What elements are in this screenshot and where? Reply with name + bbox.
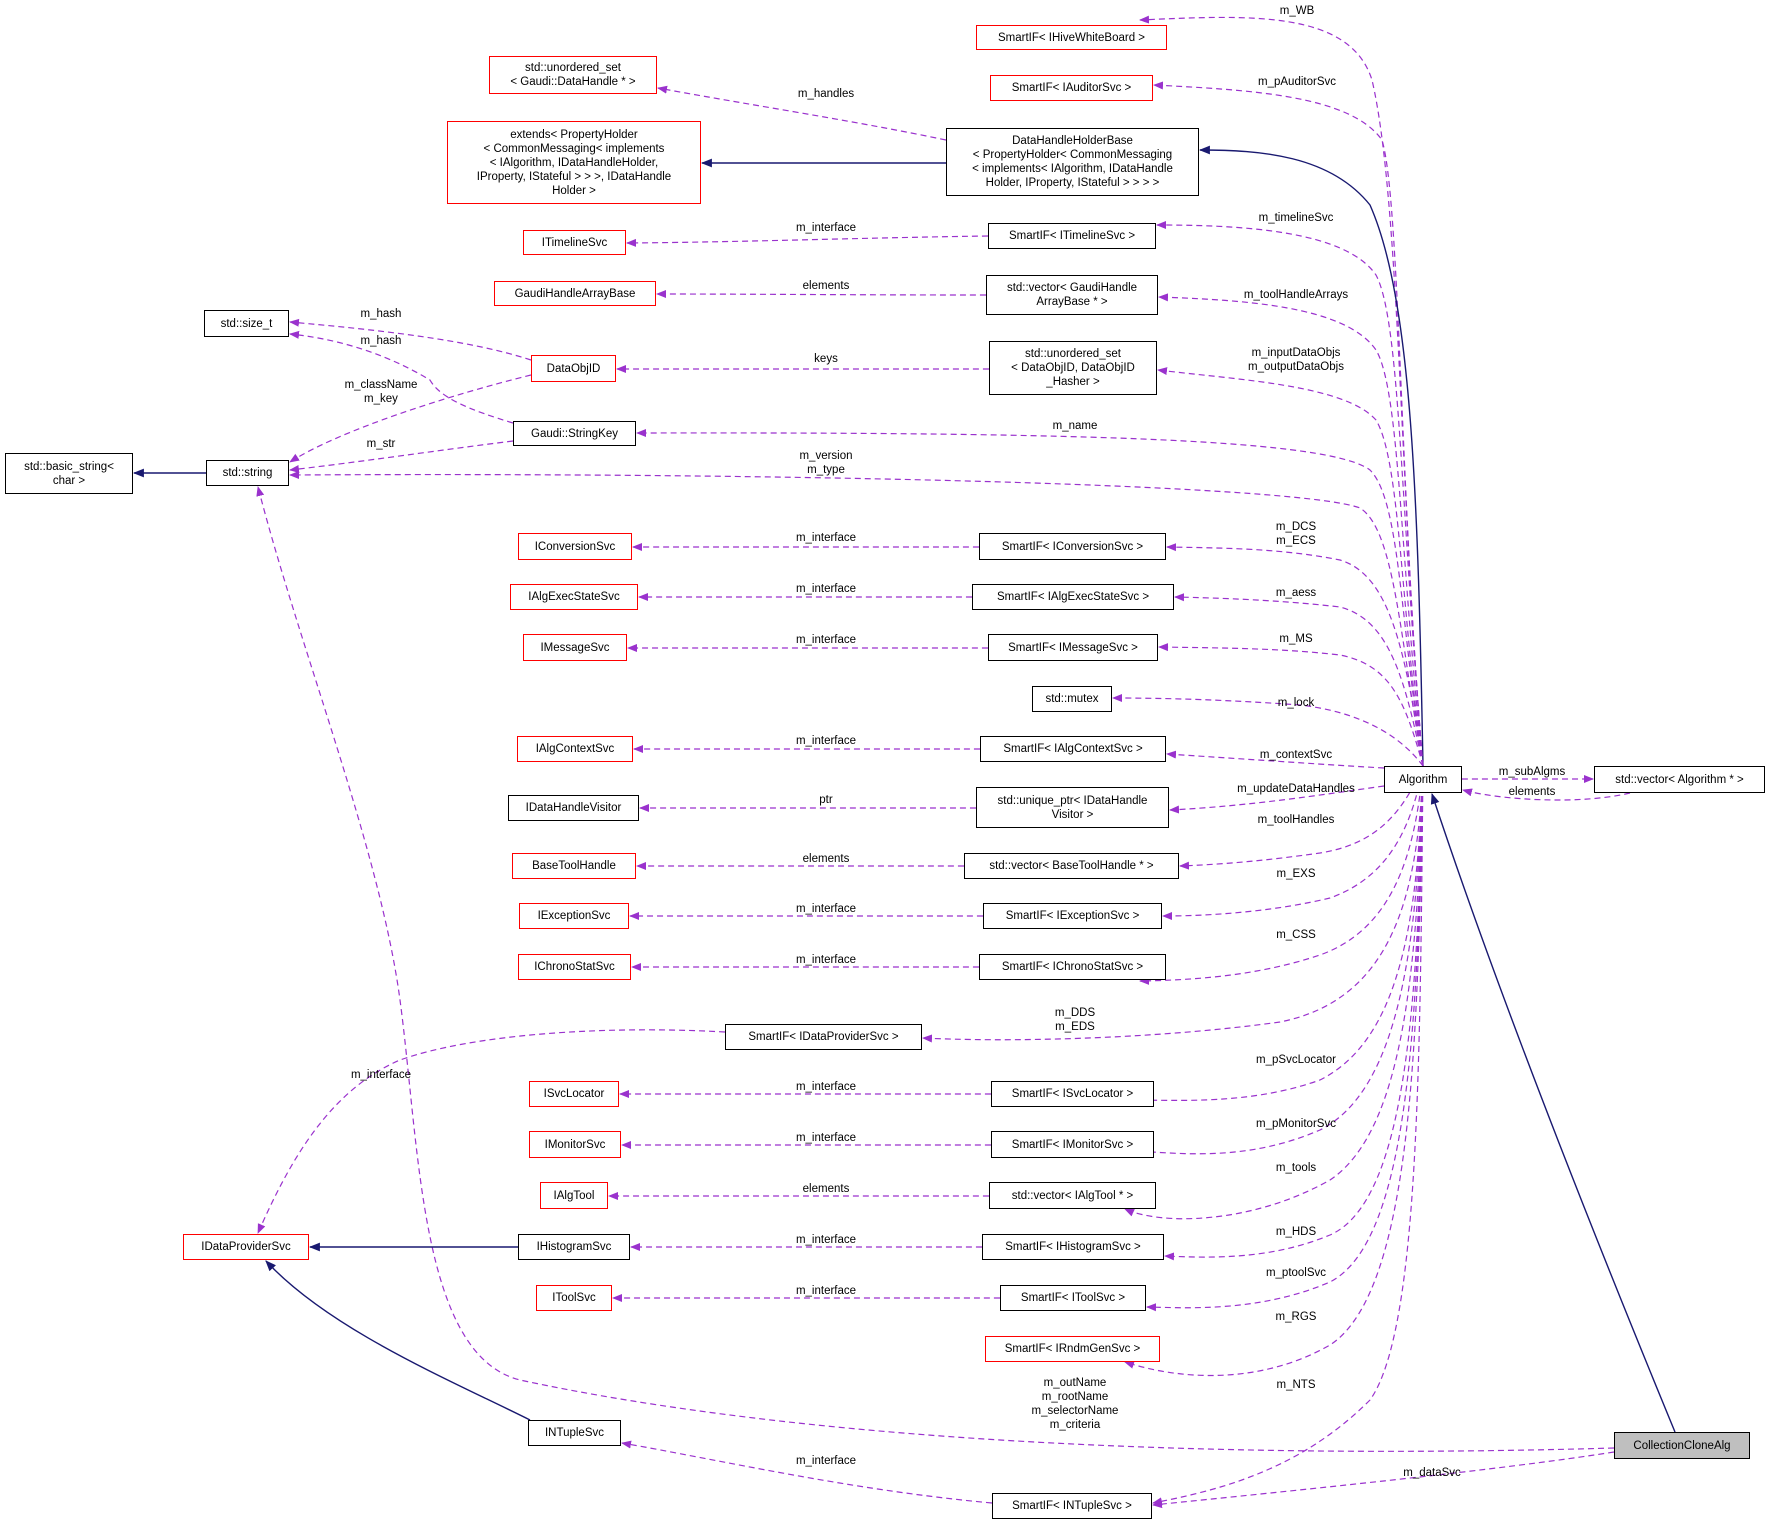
node-isvclocator[interactable]: ISvcLocator	[529, 1081, 619, 1107]
node-smartif-ihivewhiteboard[interactable]: SmartIF< IHiveWhiteBoard >	[976, 25, 1167, 50]
edge-m-name	[636, 428, 1424, 767]
edge-m-hash-2	[289, 330, 514, 424]
edge-m-updatedatahandles	[1169, 785, 1385, 814]
node-ialgtool[interactable]: IAlgTool	[540, 1182, 608, 1209]
edge-m-aess	[1174, 593, 1424, 767]
edge-m-dds-eds	[922, 765, 1424, 1043]
node-smartif-imessagesvc[interactable]: SmartIF< IMessageSvc >	[988, 634, 1158, 661]
node-smartif-iexceptionsvc[interactable]: SmartIF< IExceptionSvc >	[983, 903, 1162, 929]
edge-m-str	[289, 440, 514, 473]
edge-m-nts	[1152, 765, 1424, 1506]
node-smartif-itoolsvc[interactable]: SmartIF< IToolSvc >	[1000, 1285, 1146, 1311]
node-smartif-idataprovidersvc[interactable]: SmartIF< IDataProviderSvc >	[725, 1024, 922, 1050]
edge-m-lock	[1112, 694, 1424, 767]
edge-m-pmonitorsvc	[1125, 765, 1424, 1155]
node-ialgexecstatesvc[interactable]: IAlgExecStateSvc	[510, 584, 638, 610]
node-iconversionsvc[interactable]: IConversionSvc	[518, 533, 632, 560]
node-smartif-ialgexecstatesvc[interactable]: SmartIF< IAlgExecStateSvc >	[972, 584, 1174, 610]
node-collectionclonealg[interactable]: CollectionCloneAlg	[1614, 1432, 1750, 1459]
node-itimelinesvc[interactable]: ITimelineSvc	[523, 230, 626, 255]
node-idatahandlevisitor[interactable]: IDataHandleVisitor	[508, 795, 639, 821]
node-std-basic-string[interactable]: std::basic_string< char >	[5, 453, 133, 494]
edge-algorithm-dhhb	[1198, 145, 1424, 767]
edge-m-timelinesvc	[1156, 221, 1424, 767]
edge-m-ptoolsvc	[1146, 765, 1424, 1312]
edge-m-version-type	[289, 470, 1424, 767]
node-smartif-iauditorsvc[interactable]: SmartIF< IAuditorSvc >	[990, 75, 1153, 101]
node-intuplesvc[interactable]: INTupleSvc	[528, 1420, 621, 1446]
node-imessagesvc[interactable]: IMessageSvc	[523, 634, 627, 661]
node-dataobjid[interactable]: DataObjID	[531, 355, 616, 382]
node-iexceptionsvc[interactable]: IExceptionSvc	[519, 903, 629, 929]
node-smartif-irndmgensvc[interactable]: SmartIF< IRndmGenSvc >	[985, 1336, 1160, 1362]
edge-m-handles	[657, 85, 947, 141]
node-unordered-set-dataobjid[interactable]: std::unordered_set < DataObjID, DataObjI…	[989, 341, 1157, 395]
node-idataprovidersvc[interactable]: IDataProviderSvc	[183, 1234, 309, 1260]
node-std-string[interactable]: std::string	[206, 460, 289, 486]
edge-m-dcs-ecs	[1166, 543, 1424, 767]
edge-m-tools	[1124, 765, 1424, 1220]
edge-intuple-idataprovider	[265, 1260, 531, 1421]
node-std-mutex[interactable]: std::mutex	[1032, 686, 1112, 712]
node-ihistogramsvc[interactable]: IHistogramSvc	[518, 1234, 630, 1260]
node-gaudihandlearraybase[interactable]: GaudiHandleArrayBase	[494, 281, 656, 306]
edge-m-outname-criteria	[256, 486, 1615, 1452]
node-datahandleholderbase[interactable]: DataHandleHolderBase < PropertyHolder< C…	[946, 128, 1199, 196]
node-smartif-ichronostatsvc[interactable]: SmartIF< IChronoStatSvc >	[979, 954, 1166, 980]
edge-m-hds	[1164, 765, 1424, 1261]
node-extends-propertyholder[interactable]: extends< PropertyHolder < CommonMessagin…	[447, 121, 701, 204]
node-smartif-itimelinesvc[interactable]: SmartIF< ITimelineSvc >	[988, 223, 1156, 249]
node-algorithm[interactable]: Algorithm	[1384, 766, 1462, 793]
edge-elements-algorithm	[1462, 788, 1631, 801]
node-unique-ptr-idatahandlevisitor[interactable]: std::unique_ptr< IDataHandle Visitor >	[976, 787, 1169, 828]
edge-m-hash-1	[289, 318, 532, 361]
edge-m-interface-dataprovider	[257, 1029, 726, 1234]
edge-m-toolhandles	[1179, 765, 1424, 870]
node-ialgcontextsvc[interactable]: IAlgContextSvc	[517, 736, 633, 762]
node-vector-basetoolhandle[interactable]: std::vector< BaseToolHandle * >	[964, 853, 1179, 879]
node-smartif-isvclocator[interactable]: SmartIF< ISvcLocator >	[991, 1081, 1154, 1107]
node-smartif-iconversionsvc[interactable]: SmartIF< IConversionSvc >	[979, 533, 1166, 560]
node-imonitorsvc[interactable]: IMonitorSvc	[529, 1131, 621, 1158]
edge-m-datasvc	[1152, 1451, 1615, 1509]
node-gaudi-stringkey[interactable]: Gaudi::StringKey	[513, 421, 636, 446]
edge-m-ms	[1158, 643, 1424, 767]
node-std-size-t[interactable]: std::size_t	[204, 310, 289, 337]
edge-m-psvclocator	[1125, 765, 1424, 1105]
edge-m-css	[1139, 765, 1424, 985]
edge-m-pauditorsvc	[1153, 81, 1424, 767]
node-smartif-intuplesvc[interactable]: SmartIF< INTupleSvc >	[992, 1493, 1152, 1519]
node-vector-gaudihandlearraybase[interactable]: std::vector< GaudiHandle ArrayBase * >	[986, 275, 1158, 315]
edge-m-rgs	[1124, 765, 1424, 1377]
edge-collectionclonealg-algorithm	[1430, 792, 1676, 1433]
edge-elements-gaudihandle	[656, 290, 987, 299]
edge-m-contextsvc	[1166, 750, 1385, 769]
node-smartif-imonitorsvc[interactable]: SmartIF< IMonitorSvc >	[991, 1131, 1154, 1158]
edge-m-interface-ntuple	[621, 1440, 993, 1504]
edge-m-toolhandlearrays	[1158, 293, 1424, 767]
node-vector-algorithm[interactable]: std::vector< Algorithm * >	[1594, 766, 1765, 793]
edge-m-classname-key	[289, 374, 532, 463]
node-smartif-ialgcontextsvc[interactable]: SmartIF< IAlgContextSvc >	[980, 736, 1166, 762]
node-ichronostatsvc[interactable]: IChronoStatSvc	[518, 954, 631, 980]
node-basetoolhandle[interactable]: BaseToolHandle	[512, 853, 636, 879]
node-unordered-set-datahandle[interactable]: std::unordered_set < Gaudi::DataHandle *…	[489, 56, 657, 94]
node-itoolsvc[interactable]: IToolSvc	[536, 1285, 612, 1311]
node-smartif-ihistogramsvc[interactable]: SmartIF< IHistogramSvc >	[982, 1234, 1164, 1260]
node-vector-ialgtool[interactable]: std::vector< IAlgTool * >	[989, 1182, 1156, 1209]
edge-m-io-dataobjs	[1157, 367, 1424, 767]
edge-m-exs	[1162, 765, 1424, 920]
edge-m-interface-timeline	[626, 235, 989, 247]
